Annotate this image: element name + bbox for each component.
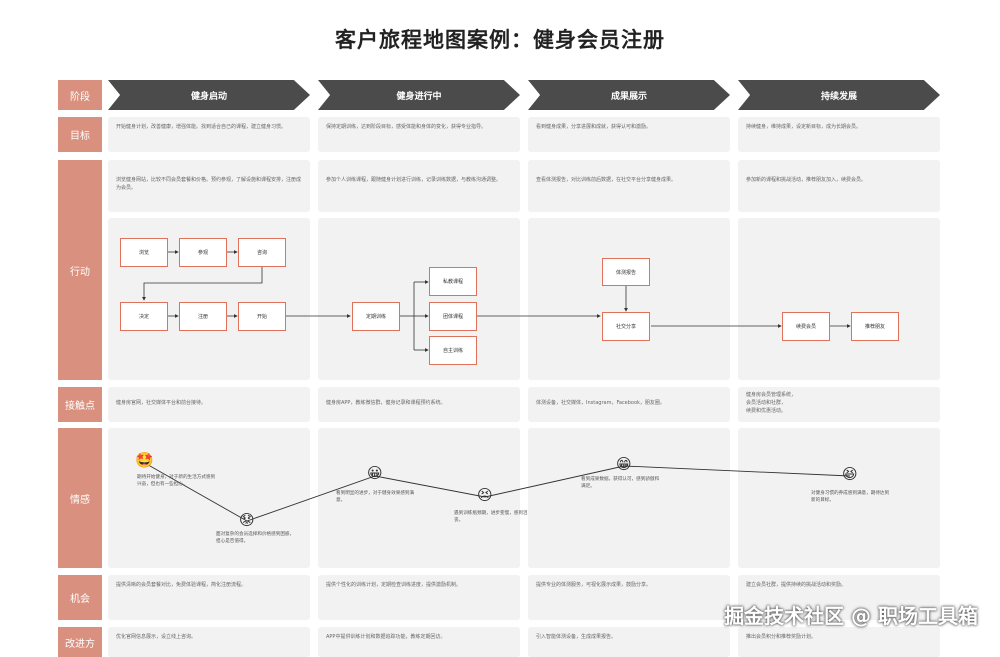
goal-cell: 开始健身计划，改善健康，增强体能。找到适合自己的课程，建立健身习惯。 bbox=[108, 117, 310, 152]
emotion-cell bbox=[108, 428, 310, 568]
emotion-note: 面对复杂的会员选择和价格感到困惑，担心是否值得。 bbox=[216, 532, 295, 544]
flow-node: 社交分享 bbox=[602, 312, 650, 341]
action-flow-cell bbox=[738, 218, 940, 380]
flow-node: 注册 bbox=[179, 302, 227, 331]
stage-3: 成果展示 bbox=[528, 80, 730, 110]
row-label-touch: 接触点 bbox=[58, 387, 102, 422]
row-label-goal: 目标 bbox=[58, 117, 102, 152]
opportunity-cell: 建立会员社群，提供持续的挑战活动和奖励。 bbox=[738, 575, 940, 620]
flow-node: 团体课程 bbox=[429, 302, 477, 331]
flow-node: 决定 bbox=[120, 302, 168, 331]
flow-node: 体测报告 bbox=[602, 258, 650, 286]
emotion-note: 对健身习惯的养成感到满意，期待达到新的目标。 bbox=[811, 491, 890, 503]
action-text-cell: 查看体测报告，对比训练前后数据，在社交平台分享健身成果。 bbox=[528, 160, 730, 212]
emotion-note: 看到明显的进步，对于健身效果感到满意。 bbox=[336, 491, 415, 503]
action-text-cell: 参加个人训练课程，跟随健身计划进行训练，记录训练数据，与教练沟通调整。 bbox=[318, 160, 520, 212]
flow-node: 浏览 bbox=[120, 238, 168, 267]
solution-cell: APP中提供训练计划和数据追踪功能，教练定期回访。 bbox=[318, 627, 520, 657]
solution-cell: 推出会员积分和推荐奖励计划。 bbox=[738, 627, 940, 657]
worried-emoji-icon: 😟 bbox=[239, 511, 255, 529]
laughing-emoji-icon: 😆 bbox=[842, 465, 858, 483]
goal-cell: 看到健身成果，分享进展和成就，获得认可和激励。 bbox=[528, 117, 730, 152]
smile-emoji-icon: 😀 bbox=[367, 464, 383, 482]
row-label-opportunity: 机会 bbox=[58, 575, 102, 620]
solution-cell: 引入智能体测设备，生成成果报告。 bbox=[528, 627, 730, 657]
star-eyes-emoji-icon: 🤩 bbox=[135, 451, 154, 469]
opportunity-cell: 提供专业的体测服务，可视化展示成果，鼓励分享。 bbox=[528, 575, 730, 620]
flow-node: 咨询 bbox=[238, 238, 286, 267]
opportunity-cell: 提供个性化的训练计划，定期检查训练进度，提供激励机制。 bbox=[318, 575, 520, 620]
touchpoint-cell: 健身房官网，社交媒体平台和前台接待。 bbox=[108, 387, 310, 422]
flow-node: 自主训练 bbox=[429, 336, 477, 365]
page-title: 客户旅程地图案例：健身会员注册 bbox=[335, 28, 665, 52]
touchpoint-cell: 健身房会员管理系统， 会员活动和社群， 续费和优惠活动。 bbox=[738, 387, 940, 422]
action-text-cell: 参加新的课程和挑战活动，推荐朋友加入，续费会员。 bbox=[738, 160, 940, 212]
goal-cell: 持续健身，维持成果，设定新目标，成为长期会员。 bbox=[738, 117, 940, 152]
stage-2: 健身进行中 bbox=[318, 80, 520, 110]
goal-cell: 保持定期训练，达到阶段目标，感受体能和身体的变化，获得专业指导。 bbox=[318, 117, 520, 152]
watermark: 掘金技术社区 @ 职场工具箱 bbox=[724, 604, 978, 628]
flow-node: 推荐朋友 bbox=[851, 312, 899, 341]
opportunity-cell: 提供清晰的会员套餐对比，免费体验课程，简化注册流程。 bbox=[108, 575, 310, 620]
emotion-note: 期待开始健身，对于新的生活方式感到兴奋，但也有一些担心。 bbox=[137, 475, 216, 487]
solution-cell: 优化官网信息展示，设立线上咨询。 bbox=[108, 627, 310, 657]
emotion-note: 看到成果数据，获得认可，感到骄傲和满足。 bbox=[581, 477, 660, 489]
action-flow-cell bbox=[318, 218, 520, 380]
row-label-solution: 改进方 bbox=[58, 627, 102, 657]
stage-1: 健身启动 bbox=[108, 80, 310, 110]
frown-emoji-icon: 😣 bbox=[477, 486, 493, 504]
row-label-action: 行动 bbox=[58, 160, 102, 380]
flow-node: 定期训练 bbox=[352, 302, 400, 331]
row-label-stage: 阶段 bbox=[58, 80, 102, 110]
action-text-cell: 浏览健身网站，比较不同会员套餐和价格。预约参观，了解设施和课程安排，注册成为会员… bbox=[108, 160, 310, 212]
stage-4: 持续发展 bbox=[738, 80, 940, 110]
flow-node: 开始 bbox=[238, 302, 286, 331]
happy-emoji-icon: 😁 bbox=[616, 455, 632, 473]
flow-node: 续费会员 bbox=[782, 312, 830, 341]
row-label-emotion: 情感 bbox=[58, 428, 102, 568]
emotion-note: 遇到训练瓶颈期，进步变慢，感到沮丧。 bbox=[454, 511, 528, 523]
action-flow-cell bbox=[528, 218, 730, 380]
touchpoint-cell: 体测设备，社交媒体，Instagram，Facebook，朋友圈。 bbox=[528, 387, 730, 422]
flow-node: 参观 bbox=[179, 238, 227, 267]
flow-node: 私教课程 bbox=[429, 267, 477, 296]
emotion-cell bbox=[528, 428, 730, 568]
touchpoint-cell: 健身房APP，教练微信群，健身记录和课程预约系统。 bbox=[318, 387, 520, 422]
